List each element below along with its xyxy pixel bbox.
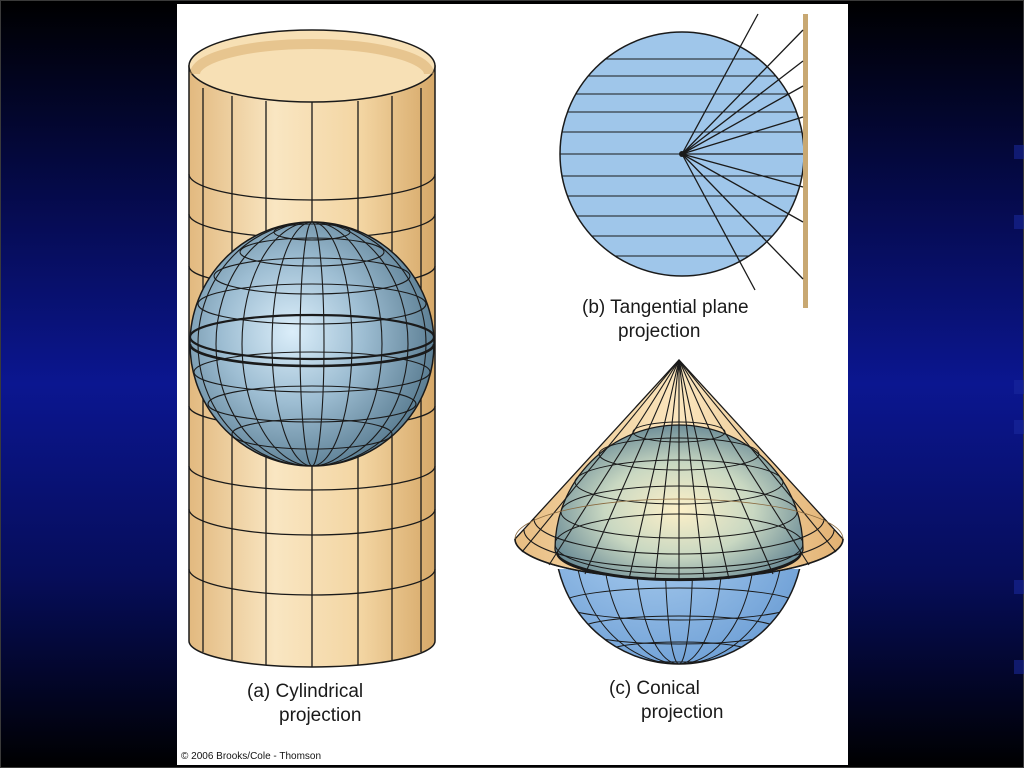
edge-artifact	[1014, 420, 1024, 434]
figure-panel: (a) Cylindrical projection (b) Tangentia…	[177, 4, 848, 765]
tangential-label: (b) Tangential plane projection	[582, 296, 749, 344]
conical-label-line2: projection	[641, 702, 724, 723]
conical-label-line1: (c) Conical	[609, 678, 700, 699]
cylinder-diagram	[188, 29, 436, 668]
edge-artifact	[1014, 380, 1024, 394]
cylindrical-label-line1: (a) Cylindrical	[247, 681, 364, 702]
cylinder-globe	[189, 221, 435, 467]
copyright-credit: © 2006 Brooks/Cole - Thomson	[181, 751, 322, 762]
tangential-diagram	[559, 13, 808, 308]
projection-rays	[681, 13, 804, 291]
edge-artifact	[1014, 580, 1024, 594]
edge-artifact	[1014, 660, 1024, 674]
edge-artifact	[1014, 145, 1024, 159]
tangential-label-line2: projection	[618, 321, 701, 342]
conical-diagram	[514, 359, 844, 665]
conical-label: (c) Conical projection	[609, 677, 723, 725]
cone-rulings	[521, 359, 837, 580]
cylindrical-label-line2: projection	[279, 705, 362, 726]
cylinder-globe-grid	[190, 222, 434, 466]
tangential-label-line1: (b) Tangential plane	[582, 297, 749, 318]
tangent-plane	[803, 14, 808, 308]
projection-diagrams	[188, 13, 844, 668]
edge-artifact	[1014, 215, 1024, 229]
cylindrical-label: (a) Cylindrical projection	[247, 680, 363, 728]
